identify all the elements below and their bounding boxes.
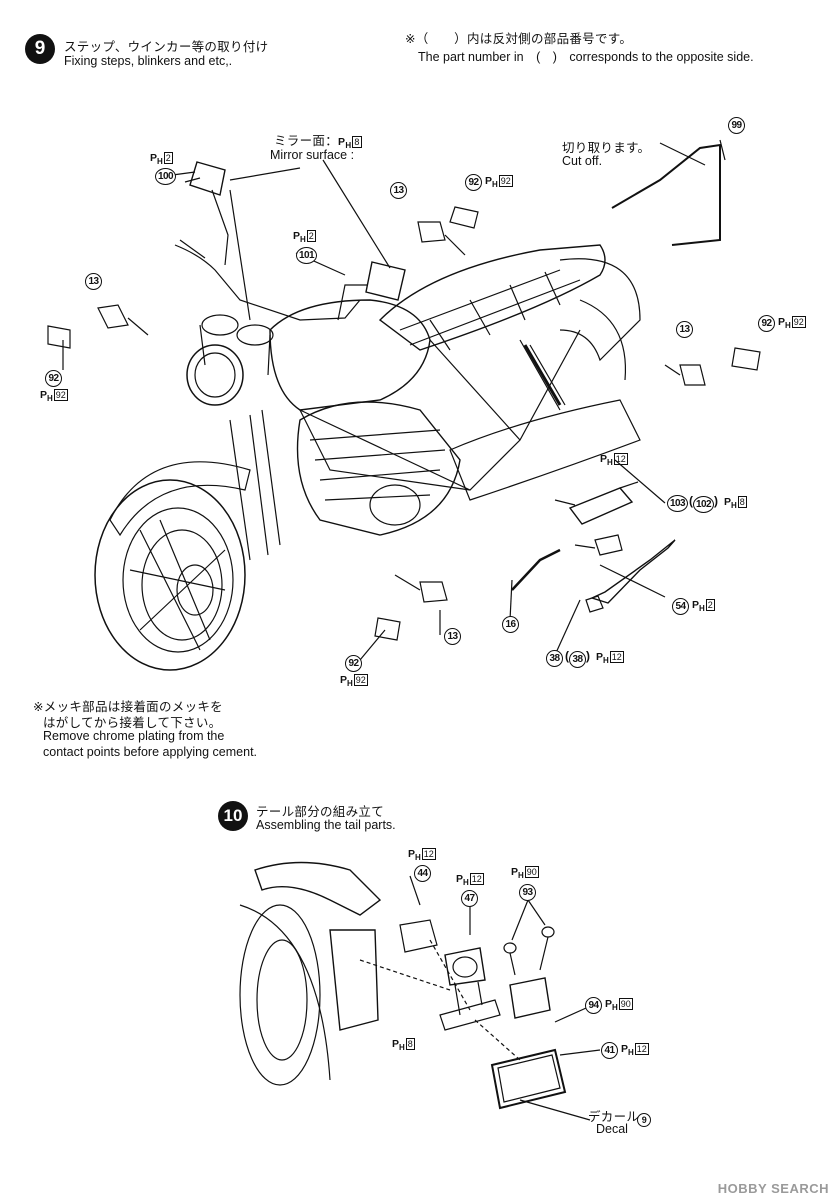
chrome-note-jp-2: はがしてから接着して下さい。	[43, 716, 222, 730]
part-38-paren: (38)	[565, 649, 590, 668]
part-92-lower: 92	[345, 655, 362, 672]
part-92-right: 92	[758, 315, 775, 332]
part-13-right: 13	[676, 321, 693, 338]
mirror-surface-jp-text: ミラー面：	[274, 134, 339, 148]
step-9-badge: 9	[25, 34, 55, 64]
part-99: 99	[728, 117, 745, 134]
part-47: 47	[461, 890, 478, 907]
chrome-note-en-1: Remove chrome plating from the	[43, 729, 225, 743]
chrome-note-jp-1: ※メッキ部品は接着面のメッキを	[33, 700, 223, 714]
decal-label-jp: デカール	[588, 1110, 640, 1124]
decal-number: 9	[637, 1113, 651, 1127]
part-101: 101	[296, 247, 317, 264]
part-92-left: 92	[45, 370, 62, 387]
part-38: 38	[546, 650, 563, 667]
part-102: 102	[693, 496, 714, 513]
step-10-title-jp: テール部分の組み立て	[256, 805, 385, 819]
step-10-badge: 10	[218, 801, 248, 831]
opposite-side-note-en: The part number in ( ) corresponds to th…	[418, 50, 754, 64]
cut-off-en: Cut off.	[562, 154, 603, 168]
step-9-title-en: Fixing steps, blinkers and etc,.	[64, 54, 233, 68]
part-103: 103	[667, 495, 688, 512]
watermark: HOBBY SEARCH	[717, 1181, 829, 1196]
chrome-note-en-2: contact points before applying cement.	[43, 745, 258, 759]
part-13-lower: 13	[444, 628, 461, 645]
part-100: 100	[155, 168, 176, 185]
cut-off-jp: 切り取ります。	[562, 141, 651, 155]
part-102-paren: (102)	[689, 494, 718, 513]
opposite-side-note-jp: ※（ ）内は反対側の部品番号です。	[405, 32, 633, 46]
mirror-surface-en: Mirror surface :	[270, 148, 355, 162]
part-13-left: 13	[85, 273, 102, 290]
part-38-opposite: 38	[569, 651, 586, 668]
part-13-upper-mid: 13	[390, 182, 407, 199]
part-16: 16	[502, 616, 519, 633]
step-9-title-jp: ステップ、ウインカー等の取り付け	[64, 40, 269, 54]
part-44: 44	[414, 865, 431, 882]
part-92-upper-mid: 92	[465, 174, 482, 191]
part-94: 94	[585, 997, 602, 1014]
part-41: 41	[601, 1042, 618, 1059]
part-54: 54	[672, 598, 689, 615]
decal-label-en: Decal	[596, 1122, 628, 1136]
part-93: 93	[519, 884, 536, 901]
step-10-title-en: Assembling the tail parts.	[256, 818, 396, 832]
